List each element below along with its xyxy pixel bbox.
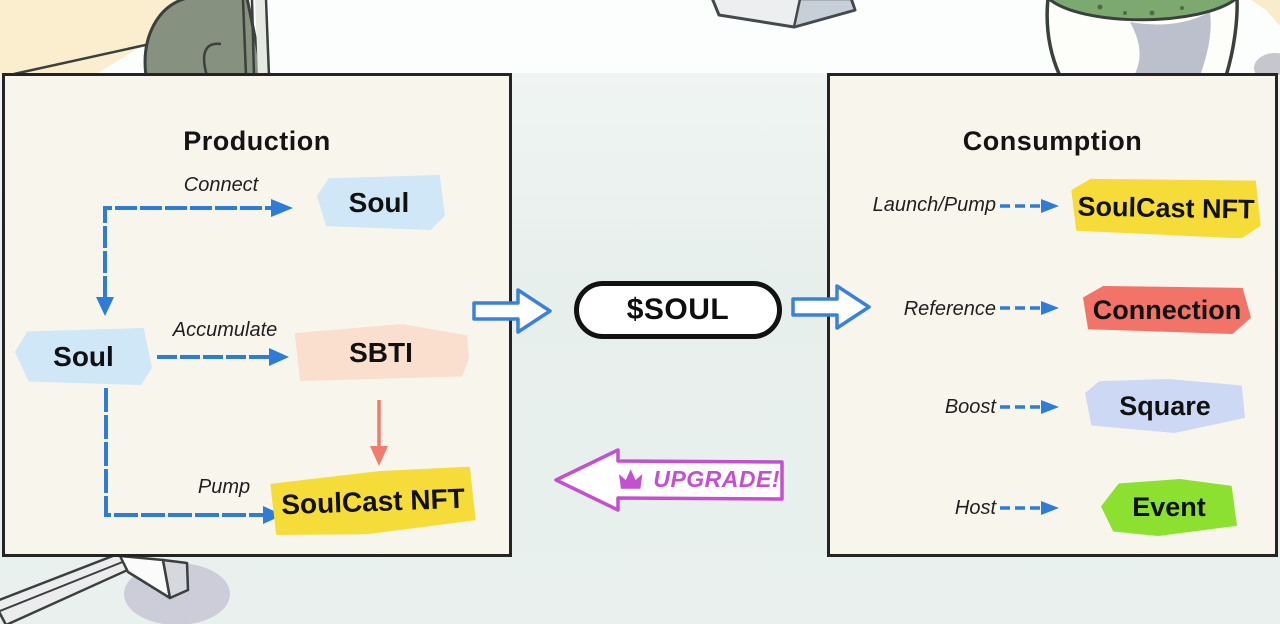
edge-label-accumulate: Accumulate — [172, 319, 278, 341]
node-soul-top: Soul — [316, 175, 445, 230]
red-down-arrowhead-icon — [370, 446, 388, 466]
row-label-reference: Reference — [903, 298, 996, 320]
pump-arrowhead-icon — [263, 506, 283, 524]
cardboard-box — [711, 0, 857, 29]
row-arrow-icon — [1000, 400, 1059, 414]
edge-label-pump: Pump — [197, 476, 251, 498]
token-inflow-arrow-icon — [791, 284, 871, 330]
stick-and-blob — [0, 552, 230, 624]
row-label-boost: Boost — [944, 396, 996, 418]
plant-pot — [1045, 0, 1280, 75]
row-label-host: Host — [954, 497, 996, 519]
consumption-panel: Consumption Launch/Pump SoulCast NFT Ref… — [827, 73, 1278, 557]
row-label-launch-pump: Launch/Pump — [872, 194, 996, 216]
upgrade-label: UPGRADE! — [653, 465, 780, 492]
production-title: Production — [183, 126, 331, 157]
accumulate-arrowhead-icon — [269, 348, 289, 366]
consumption-title: Consumption — [962, 126, 1143, 157]
node-sbti: SBTI — [294, 324, 469, 381]
node-square: Square — [1085, 379, 1245, 433]
token-outflow-arrow-icon — [472, 288, 552, 334]
production-connectors — [96, 199, 388, 524]
connect-arrowhead-icon — [271, 199, 293, 217]
node-soulcast-nft-consumption: SoulCast NFT — [1071, 177, 1262, 238]
down-arrowhead-icon — [96, 297, 114, 316]
edge-label-connect: Connect — [183, 174, 259, 196]
upgrade-arrow: UPGRADE! — [552, 446, 786, 514]
upgrade-arrow-outline-icon — [554, 448, 784, 512]
token-pill: $SOUL — [574, 281, 782, 339]
row-arrow-icon — [1000, 301, 1059, 315]
node-event: Event — [1101, 479, 1237, 536]
row-arrow-icon — [1000, 199, 1059, 213]
cartoon-background-topleft — [0, 0, 271, 74]
row-arrow-icon — [1000, 501, 1059, 515]
node-connection: Connection — [1083, 286, 1251, 334]
crown-icon — [618, 469, 643, 489]
production-panel: Production Connect Accumulate Pump Soul … — [2, 73, 512, 557]
node-soul-left: Soul — [15, 328, 152, 385]
